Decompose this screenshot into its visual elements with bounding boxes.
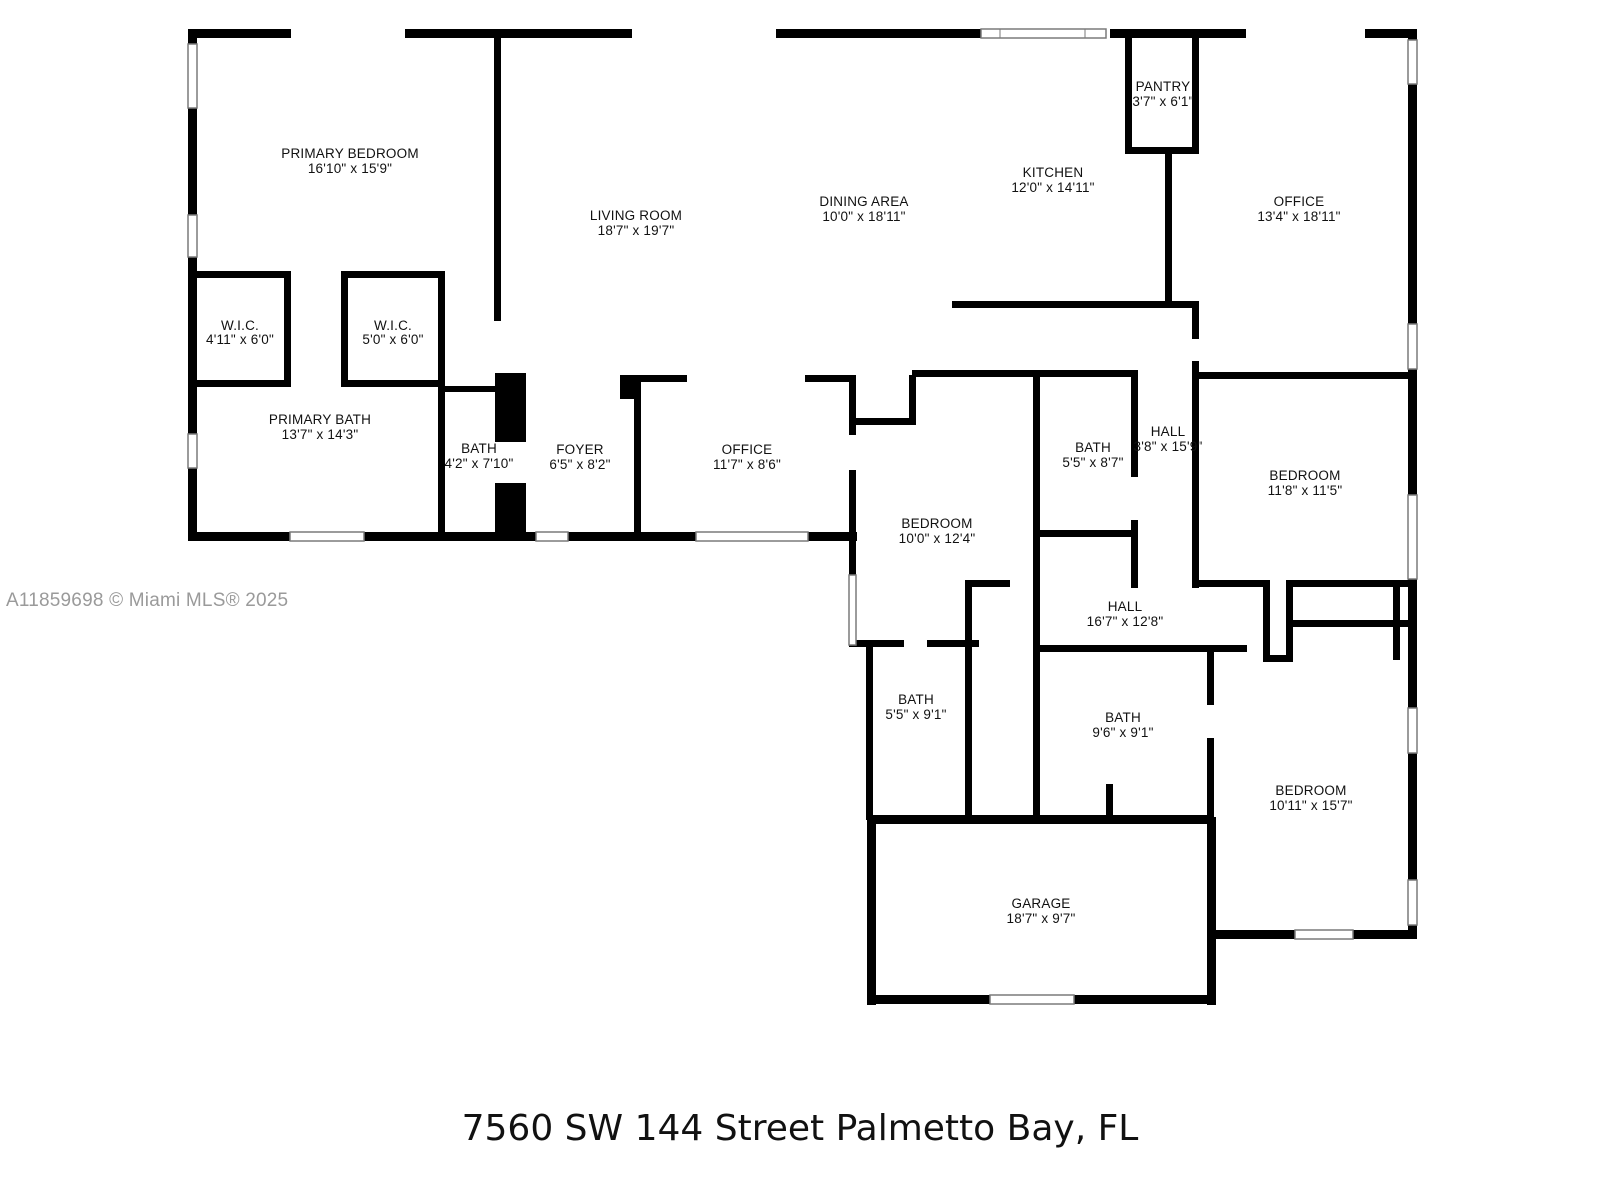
labels: PRIMARY BEDROOM 16'10" x 15'9" LIVING RO… xyxy=(206,79,1352,926)
wic-right-name: W.I.C. xyxy=(374,318,412,333)
bath-small-dims: 4'2" x 7'10" xyxy=(445,456,514,471)
wic-left-dims: 4'11" x 6'0" xyxy=(206,332,274,347)
hall-lower-dims: 16'7" x 12'8" xyxy=(1087,614,1164,629)
bath-sw-name: BATH xyxy=(898,692,934,707)
hall-upper-dims: 3'8" x 15'9" xyxy=(1134,439,1203,454)
windows xyxy=(187,28,1418,1005)
bedroom-east-dims: 11'8" x 11'5" xyxy=(1268,483,1343,498)
primary-bath-name: PRIMARY BATH xyxy=(269,412,371,427)
living-room-dims: 18'7" x 19'7" xyxy=(598,223,675,238)
primary-bath-dims: 13'7" x 14'3" xyxy=(282,427,359,442)
primary-bedroom-name: PRIMARY BEDROOM xyxy=(281,146,419,161)
foyer-name: FOYER xyxy=(556,442,604,457)
dining-area-name: DINING AREA xyxy=(819,194,908,209)
kitchen-dims: 12'0" x 14'11" xyxy=(1011,180,1094,195)
walls xyxy=(188,29,1417,1005)
wic-right-dims: 5'0" x 6'0" xyxy=(362,332,423,347)
foyer-dims: 6'5" x 8'2" xyxy=(549,457,610,472)
living-room-name: LIVING ROOM xyxy=(590,208,682,223)
garage-dims: 18'7" x 9'7" xyxy=(1007,911,1076,926)
wic-left-name: W.I.C. xyxy=(221,318,259,333)
bedroom-east-name: BEDROOM xyxy=(1269,468,1340,483)
bath-mid-name: BATH xyxy=(1075,440,1111,455)
dining-area-dims: 10'0" x 18'11" xyxy=(822,209,905,224)
bath-center-name: BATH xyxy=(1105,710,1141,725)
garage-name: GARAGE xyxy=(1012,896,1071,911)
bedroom-se-name: BEDROOM xyxy=(1275,783,1346,798)
bath-small-name: BATH xyxy=(461,441,497,456)
pantry-dims: 3'7" x 6'1" xyxy=(1132,94,1193,109)
bath-sw-dims: 5'5" x 9'1" xyxy=(885,707,946,722)
office-ne-name: OFFICE xyxy=(1274,194,1325,209)
bath-mid-dims: 5'5" x 8'7" xyxy=(1062,455,1123,470)
bedroom-mid-dims: 10'0" x 12'4" xyxy=(899,531,976,546)
property-address: 7560 SW 144 Street Palmetto Bay, FL xyxy=(461,1108,1139,1149)
primary-bedroom-dims: 16'10" x 15'9" xyxy=(308,161,392,176)
hall-lower-name: HALL xyxy=(1108,599,1143,614)
bath-center-dims: 9'6" x 9'1" xyxy=(1092,725,1153,740)
office-front-dims: 11'7" x 8'6" xyxy=(713,457,781,472)
bedroom-mid-name: BEDROOM xyxy=(901,516,972,531)
pantry-name: PANTRY xyxy=(1136,79,1191,94)
hall-upper-name: HALL xyxy=(1151,424,1186,439)
bedroom-se-dims: 10'11" x 15'7" xyxy=(1269,798,1352,813)
office-front-name: OFFICE xyxy=(722,442,773,457)
kitchen-name: KITCHEN xyxy=(1023,165,1084,180)
office-ne-dims: 13'4" x 18'11" xyxy=(1257,209,1340,224)
watermark: A11859698 © Miami MLS® 2025 xyxy=(6,590,289,611)
